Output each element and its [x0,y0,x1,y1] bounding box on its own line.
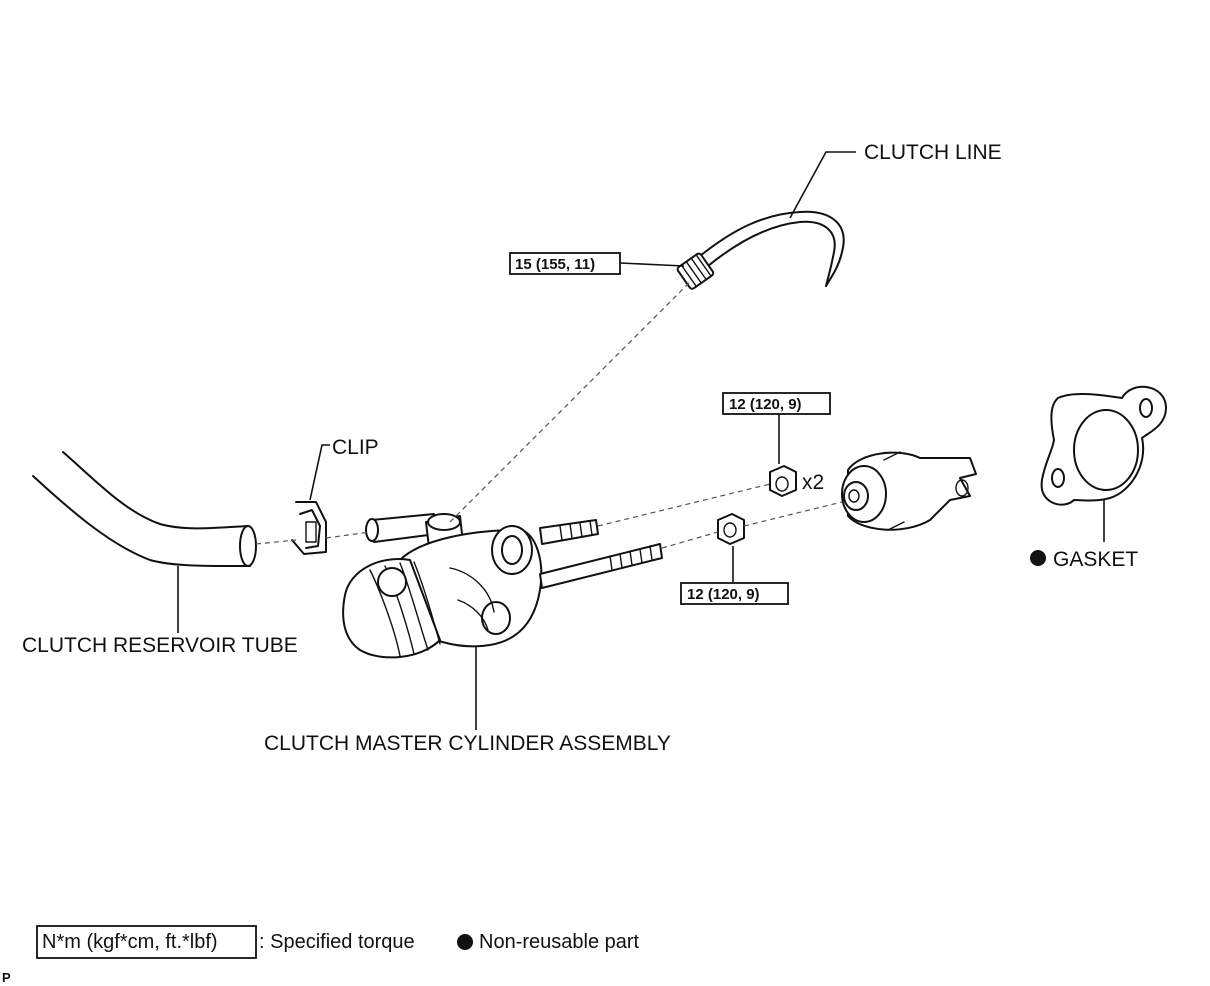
torque-box-clutch-line: 15 (155, 11) [509,252,621,275]
svg-text:15 (155, 11): 15 (155, 11) [515,256,595,273]
clutch-master-cylinder [342,513,543,659]
label-gasket: GASKET [1053,548,1138,571]
push-rod-clevis [841,451,977,531]
corner-mark: P [2,970,11,985]
legend: N*m (kgf*cm, ft.*lbf) : Specified torque… [36,925,640,959]
label-quantity-x2: x2 [802,471,824,494]
label-clip: CLIP [332,436,379,459]
legend-non-reusable-dot [457,934,473,950]
nut-upper [769,465,797,497]
mounting-studs [539,519,663,589]
non-reusable-marker-gasket [1030,550,1046,566]
gasket [1040,385,1167,506]
torque-box-nut-lower: 12 (120, 9) [680,582,789,605]
svg-text:12 (120, 9): 12 (120, 9) [729,396,802,413]
clutch-reservoir-tube [32,451,257,568]
leader-lines [177,151,1105,730]
clutch-line-pipe [676,210,845,290]
torque-box-nut-upper: 12 (120, 9) [722,392,831,415]
legend-torque-units: N*m (kgf*cm, ft.*lbf) [42,931,218,953]
label-clutch-master-cylinder-assembly: CLUTCH MASTER CYLINDER ASSEMBLY [264,732,671,755]
label-clutch-line: CLUTCH LINE [864,141,1002,164]
nut-lower [717,513,745,545]
clip [291,501,327,555]
legend-non-reusable-desc: Non-reusable part [479,931,640,953]
svg-text:12 (120, 9): 12 (120, 9) [687,586,760,603]
assembly-guide-lines [255,281,843,549]
label-clutch-reservoir-tube: CLUTCH RESERVOIR TUBE [22,634,298,657]
legend-torque-desc: : Specified torque [259,931,415,953]
